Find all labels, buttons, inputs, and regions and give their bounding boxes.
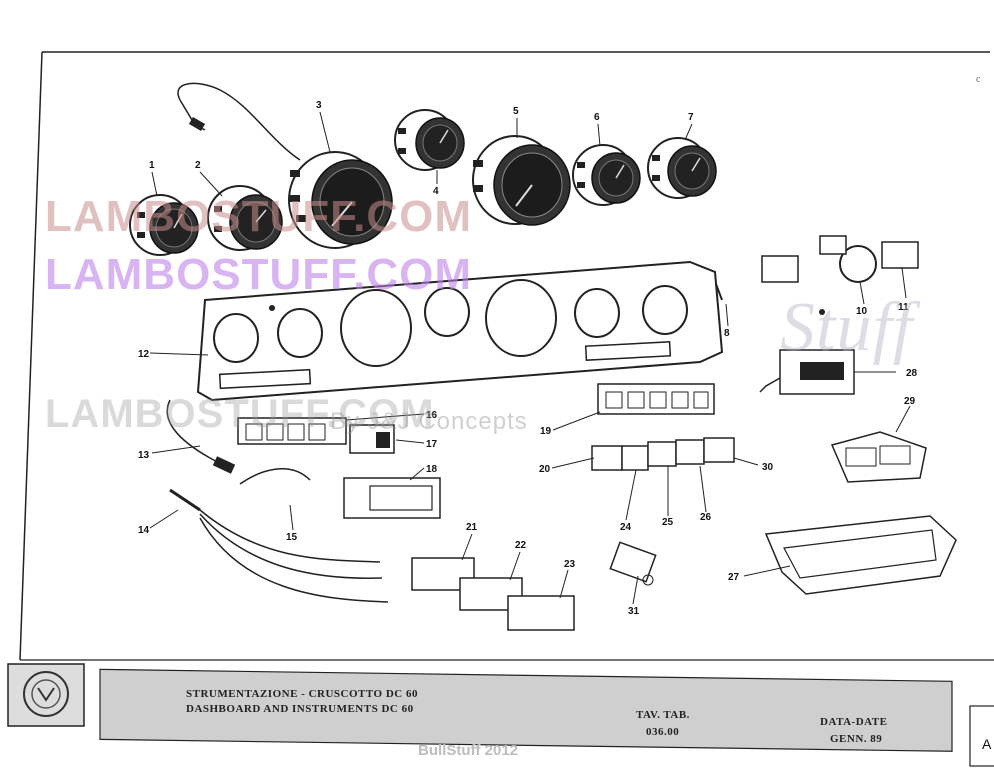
corner-letter: A [982,736,992,752]
callout-26: 26 [700,512,712,523]
callout-29: 29 [904,396,916,407]
switch-29 [830,431,927,483]
credit-text: BullStuff 2012 [418,742,519,759]
callout-2: 2 [195,160,201,171]
display-28 [759,349,855,395]
callout-27: 27 [728,572,740,583]
callout-15: 15 [286,532,298,543]
callout-23: 23 [564,559,576,570]
callout-16: 16 [426,410,438,421]
callout-19: 19 [540,426,552,437]
callout-28: 28 [906,368,918,379]
callout-22: 22 [515,540,527,551]
gauge-2 [207,185,283,251]
title-italian: STRUMENTAZIONE - CRUSCOTTO DC 60 [186,688,418,700]
relay-31 [609,541,657,586]
date-label: DATA-DATE [820,716,888,728]
callout-4: 4 [433,186,439,197]
switches-21-23 [411,557,575,631]
callout-31: 31 [628,606,640,617]
callout-24: 24 [620,522,632,533]
callout-13: 13 [138,450,150,461]
callout-5: 5 [513,106,519,117]
gauge-7 [647,137,717,199]
switch-bank-19 [597,383,715,415]
gauge-6 [572,144,641,206]
callout-14: 14 [138,525,150,536]
watermark-stuff: Stuff [780,289,914,366]
gauge-1 [129,194,199,256]
watermark-red: LAMBOSTUFF.COM [45,192,473,241]
callout-20: 20 [539,464,551,475]
callout-3: 3 [316,100,322,111]
callout-10: 10 [856,306,868,317]
dashboard-panel [196,260,724,402]
callout-21: 21 [466,522,478,533]
callout-1: 1 [149,160,155,171]
callout-25: 25 [662,517,674,528]
title-english: DASHBOARD AND INSTRUMENTS DC 60 [186,703,414,715]
title-block [7,663,994,767]
table-label: TAV. TAB. [636,709,690,721]
callout-17: 17 [426,439,438,450]
gauge-3-tachometer [177,82,393,249]
switch-bank-16 [237,417,347,445]
callout-18: 18 [426,464,438,475]
switch-17 [349,424,395,454]
small-switches [591,437,735,471]
callout-8: 8 [724,328,730,339]
clock-18 [343,477,441,519]
date-value: GENN. 89 [830,733,883,745]
table-number: 036.00 [646,726,680,738]
callout-12: 12 [138,349,150,360]
leader-lines [149,111,911,605]
corner-mark: c [976,74,981,85]
gauge-5-speedometer [472,135,571,226]
watermark-purple: LAMBOSTUFF.COM [45,250,473,299]
callout-11: 11 [898,302,909,313]
callout-6: 6 [594,112,600,123]
callout-numbers: 1 2 3 4 5 6 7 8 10 11 12 13 14 15 16 17 … [138,100,918,617]
small-parts-8-10-11 [715,235,919,315]
gauge-4 [394,109,465,171]
callout-30: 30 [762,462,774,473]
callout-7: 7 [688,112,694,123]
watermark-concepts: By J&J Concepts [330,408,528,435]
ashtray-27 [764,515,957,595]
watermark-grey: LAMBOSTUFF.COM [45,392,435,436]
wiring-harnesses [166,399,389,603]
